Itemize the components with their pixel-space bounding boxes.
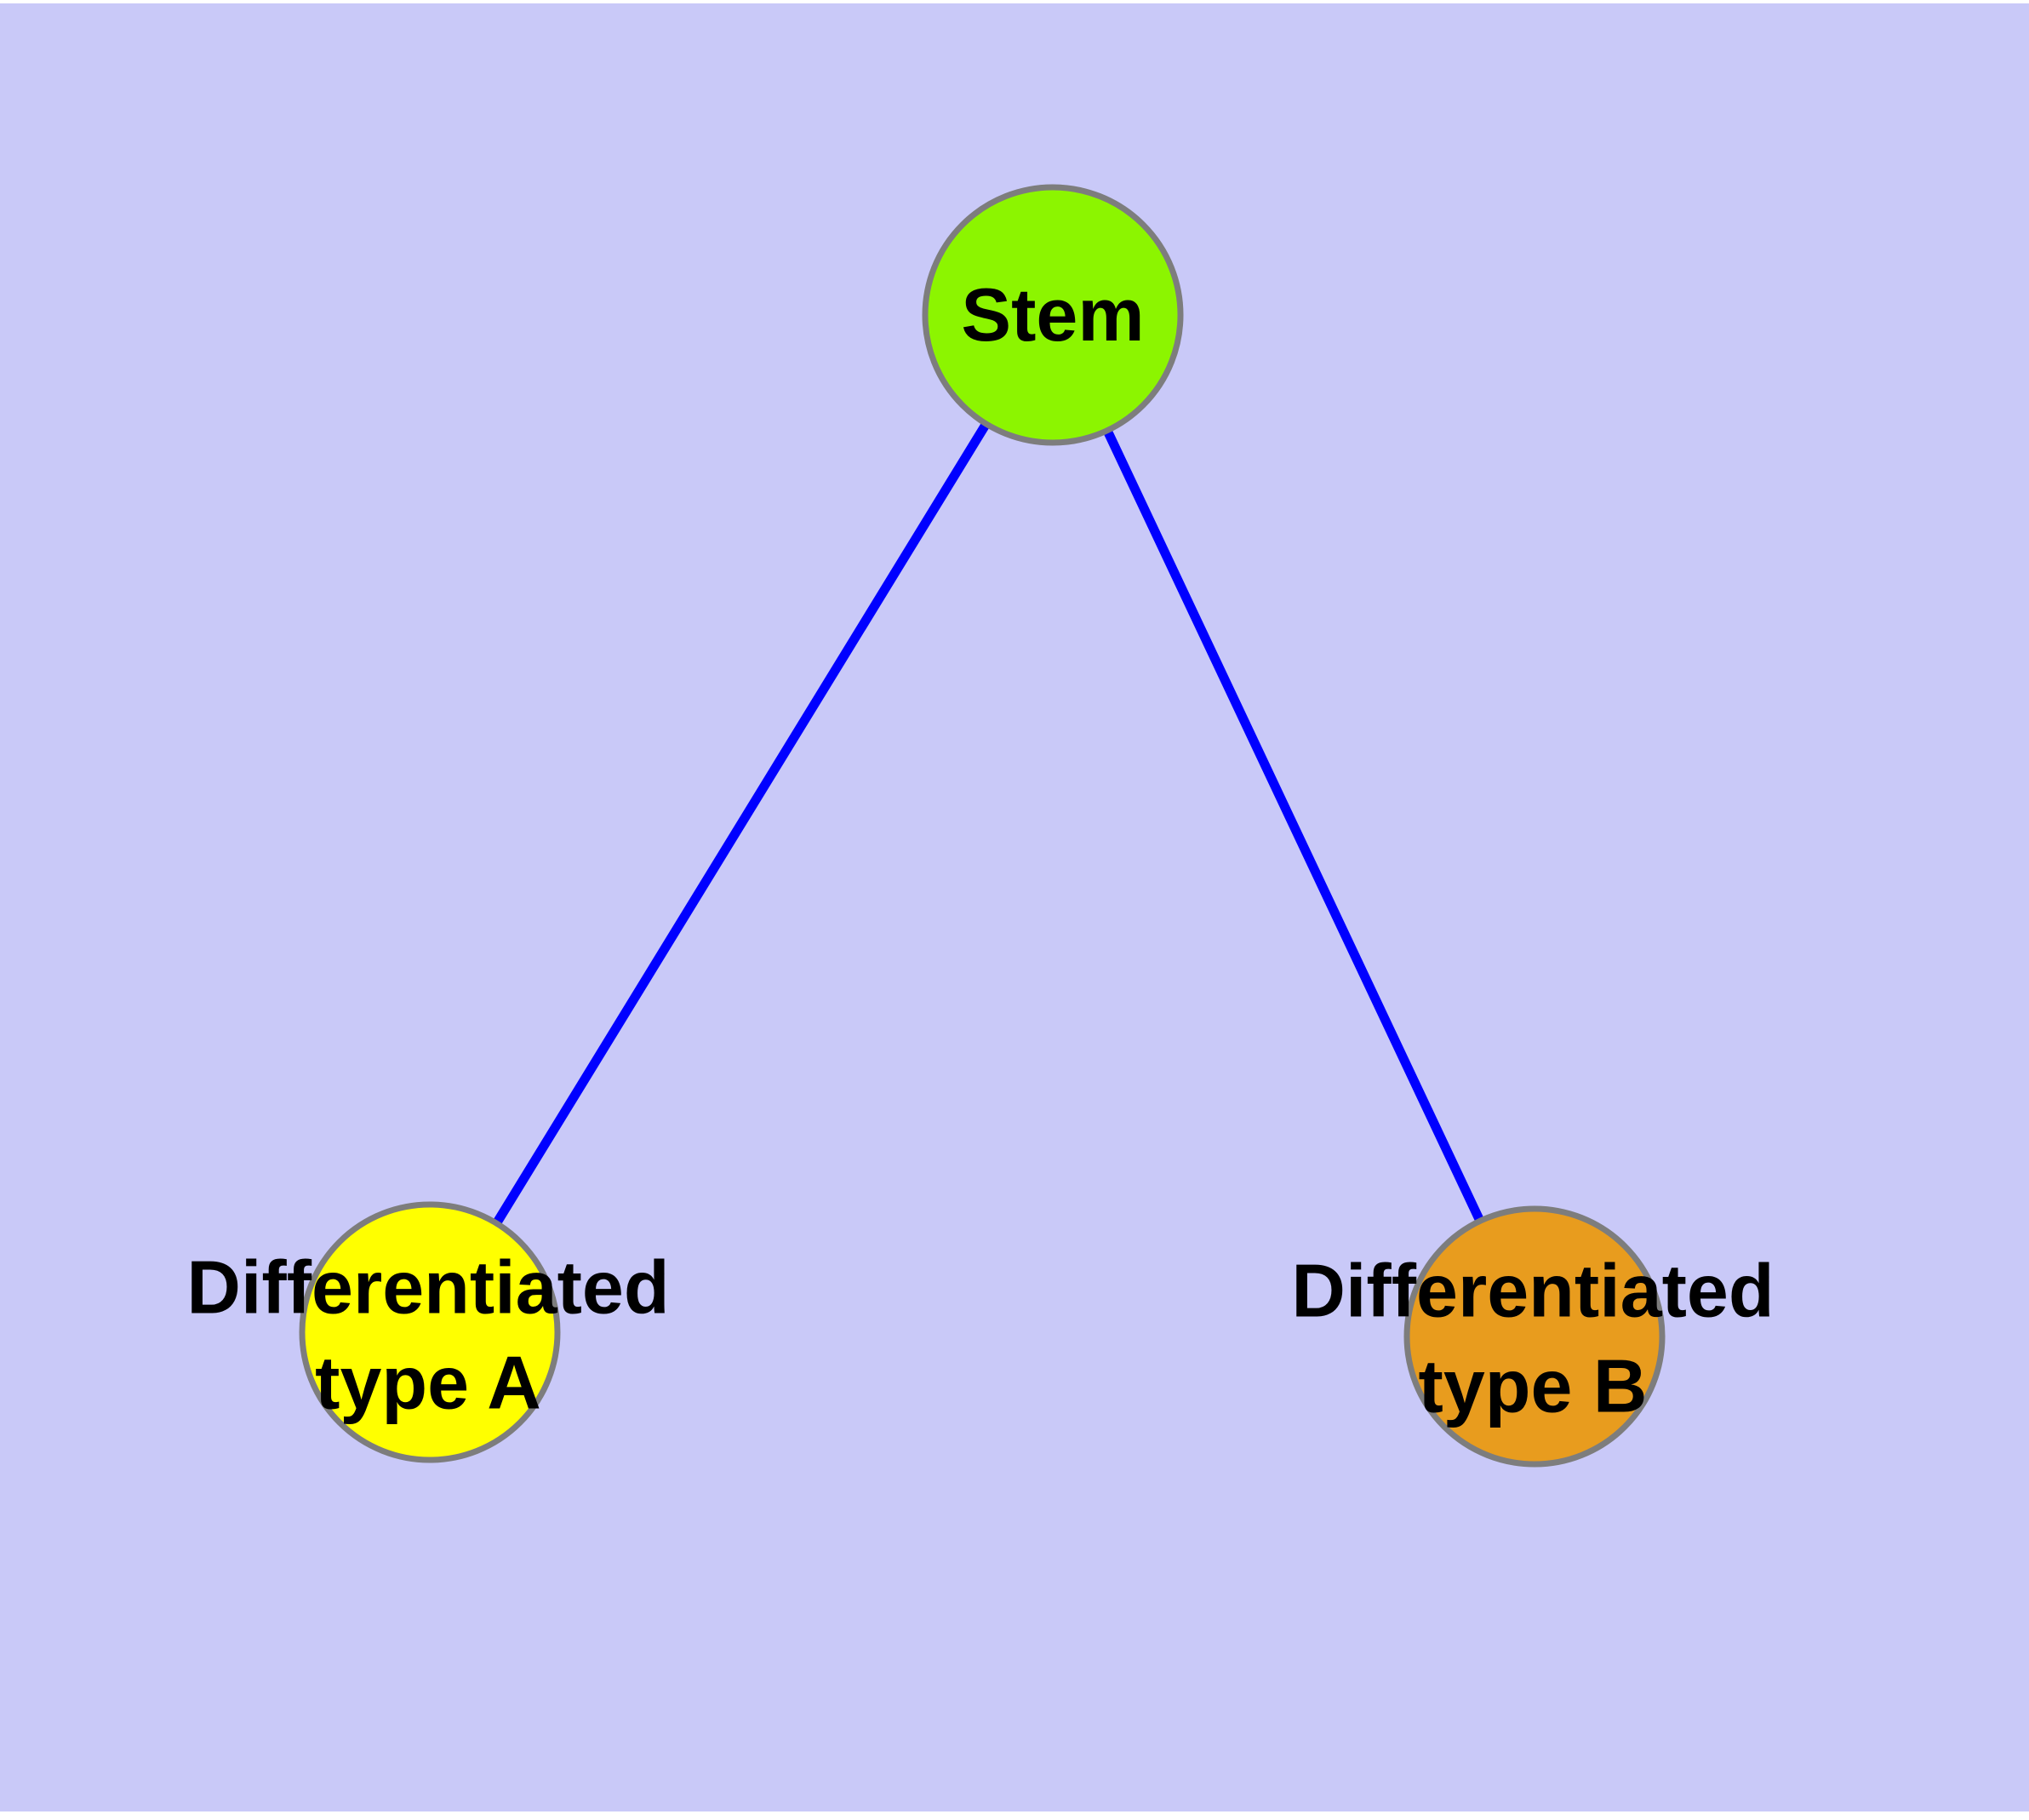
edge-stem-to-type-a bbox=[425, 310, 1058, 1337]
node-differentiated-type-b bbox=[1403, 1205, 1666, 1468]
node-differentiated-type-a bbox=[299, 1201, 561, 1463]
node-stem bbox=[922, 184, 1184, 446]
edge-stem-to-type-b bbox=[1048, 310, 1540, 1342]
